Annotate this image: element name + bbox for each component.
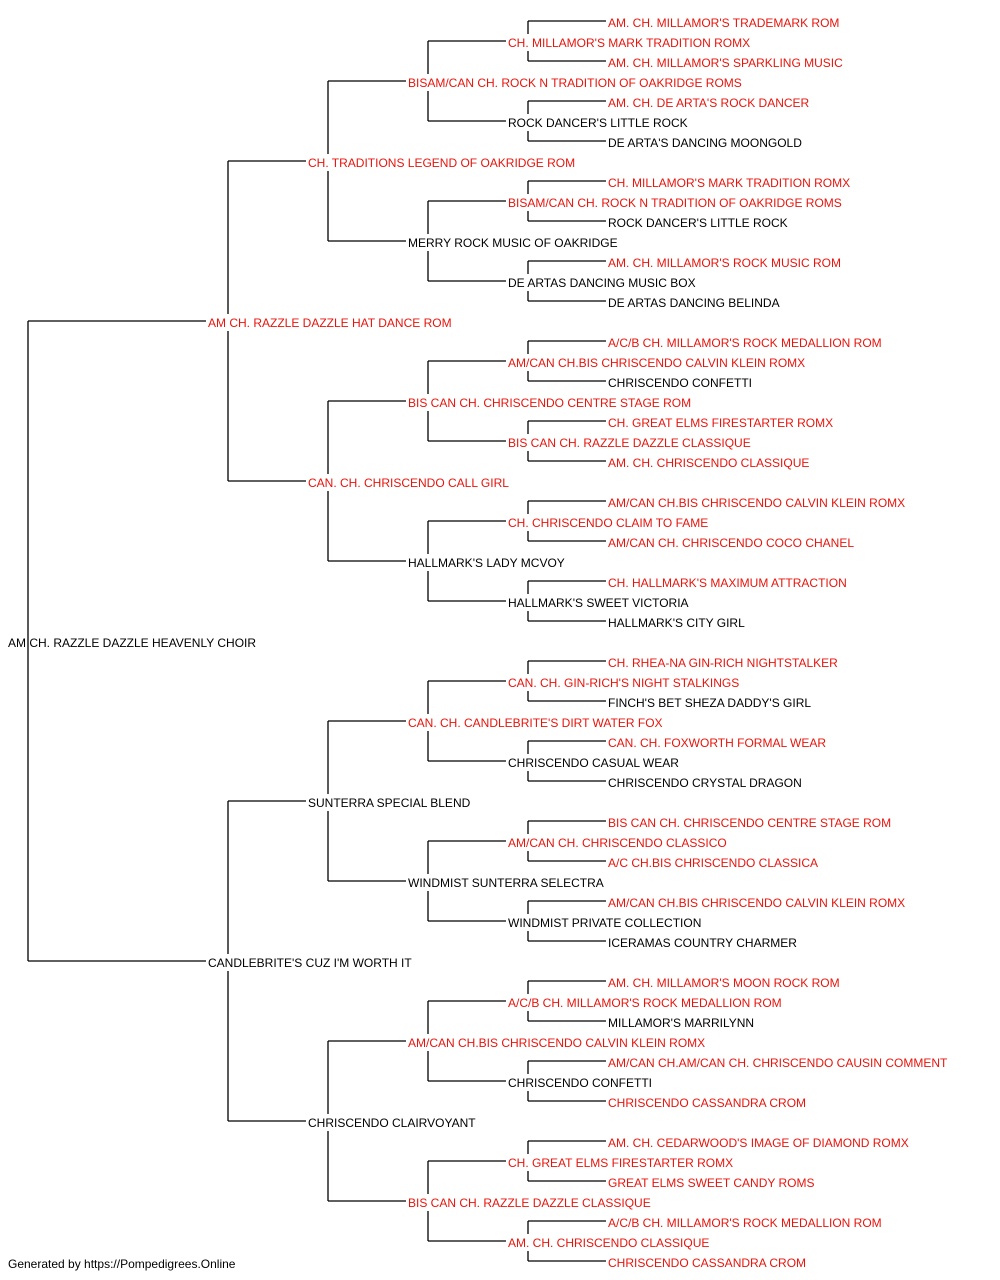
- pedigree-sire-gen4: BISAM/CAN CH. ROCK N TRADITION OF OAKRID…: [508, 196, 842, 210]
- pedigree-dam-gen5: CHRISCENDO CONFETTI: [608, 376, 752, 390]
- pedigree-sire-gen4: AM/CAN CH. CHRISCENDO CLASSICO: [508, 836, 727, 850]
- pedigree-dam-gen3: MERRY ROCK MUSIC OF OAKRIDGE: [408, 236, 618, 250]
- pedigree-dam-gen2: CHRISCENDO CLAIRVOYANT: [308, 1116, 476, 1130]
- pedigree-sire-gen2: CH. TRADITIONS LEGEND OF OAKRIDGE ROM: [308, 156, 576, 170]
- pedigree-dam-gen1: CANDLEBRITE'S CUZ I'M WORTH IT: [208, 956, 412, 970]
- pedigree-dam-gen5: ICERAMAS COUNTRY CHARMER: [608, 936, 797, 950]
- pedigree-sire-gen5: AM/CAN CH.BIS CHRISCENDO CALVIN KLEIN RO…: [608, 496, 906, 510]
- pedigree-dam-gen4: WINDMIST PRIVATE COLLECTION: [508, 916, 702, 930]
- pedigree-dam-gen4: AM. CH. CHRISCENDO CLASSIQUE: [508, 1236, 710, 1250]
- pedigree-dam-gen4: HALLMARK'S SWEET VICTORIA: [508, 596, 689, 610]
- pedigree-dam-gen4: DE ARTAS DANCING MUSIC BOX: [508, 276, 696, 290]
- pedigree-sire-gen5: AM. CH. DE ARTA'S ROCK DANCER: [608, 96, 810, 110]
- pedigree-dam-gen5: MILLAMOR'S MARRILYNN: [608, 1016, 755, 1030]
- pedigree-sire-gen5: AM. CH. CEDARWOOD'S IMAGE OF DIAMOND ROM…: [608, 1136, 909, 1150]
- pedigree-sire-gen5: AM/CAN CH.AM/CAN CH. CHRISCENDO CAUSIN C…: [608, 1056, 948, 1070]
- pedigree-dam-gen5: HALLMARK'S CITY GIRL: [608, 616, 745, 630]
- pedigree-sire-gen5: CAN. CH. FOXWORTH FORMAL WEAR: [608, 736, 827, 750]
- pedigree-dam-gen5: AM. CH. CHRISCENDO CLASSIQUE: [608, 456, 810, 470]
- pedigree-sire-gen4: CH. MILLAMOR'S MARK TRADITION ROMX: [508, 36, 751, 50]
- subject-dog-name: AM CH. RAZZLE DAZZLE HEAVENLY CHOIR: [8, 636, 257, 650]
- pedigree-sire-gen5: AM. CH. MILLAMOR'S MOON ROCK ROM: [608, 976, 840, 990]
- pedigree-sire-gen5: CH. RHEA-NA GIN-RICH NIGHTSTALKER: [608, 656, 838, 670]
- pedigree-dam-gen5: CHRISCENDO CASSANDRA CROM: [608, 1256, 807, 1270]
- pedigree-dam-gen5: A/C CH.BIS CHRISCENDO CLASSICA: [608, 856, 819, 870]
- pedigree-sire-gen3: BIS CAN CH. CHRISCENDO CENTRE STAGE ROM: [408, 396, 692, 410]
- pedigree-dam-gen4: ROCK DANCER'S LITTLE ROCK: [508, 116, 688, 130]
- pedigree-dam-gen5: FINCH'S BET SHEZA DADDY'S GIRL: [608, 696, 812, 710]
- pedigree-sire-gen5: CH. HALLMARK'S MAXIMUM ATTRACTION: [608, 576, 847, 590]
- pedigree-sire-gen5: A/C/B CH. MILLAMOR'S ROCK MEDALLION ROM: [608, 1216, 882, 1230]
- pedigree-sire-gen3: AM/CAN CH.BIS CHRISCENDO CALVIN KLEIN RO…: [408, 1036, 706, 1050]
- generated-by-footer: Generated by https://Pompedigrees.Online: [8, 1257, 236, 1271]
- pedigree-sire-gen4: CH. CHRISCENDO CLAIM TO FAME: [508, 516, 709, 530]
- pedigree-sire-gen5: CH. GREAT ELMS FIRESTARTER ROMX: [608, 416, 834, 430]
- pedigree-sire-gen5: AM. CH. MILLAMOR'S TRADEMARK ROM: [608, 16, 840, 30]
- pedigree-dam-gen5: AM/CAN CH. CHRISCENDO COCO CHANEL: [608, 536, 855, 550]
- pedigree-sire-gen5: A/C/B CH. MILLAMOR'S ROCK MEDALLION ROM: [608, 336, 882, 350]
- pedigree-dam-gen5: CHRISCENDO CRYSTAL DRAGON: [608, 776, 802, 790]
- pedigree-dam-gen4: CHRISCENDO CASUAL WEAR: [508, 756, 679, 770]
- pedigree-sire-gen3: BISAM/CAN CH. ROCK N TRADITION OF OAKRID…: [408, 76, 742, 90]
- pedigree-sire-gen2: SUNTERRA SPECIAL BLEND: [308, 796, 471, 810]
- pedigree-dam-gen5: GREAT ELMS SWEET CANDY ROMS: [608, 1176, 815, 1190]
- pedigree-sire-gen4: A/C/B CH. MILLAMOR'S ROCK MEDALLION ROM: [508, 996, 782, 1010]
- pedigree-dam-gen5: AM. CH. MILLAMOR'S SPARKLING MUSIC: [608, 56, 843, 70]
- pedigree-sire-gen4: CAN. CH. GIN-RICH'S NIGHT STALKINGS: [508, 676, 740, 690]
- pedigree-sire-gen1: AM CH. RAZZLE DAZZLE HAT DANCE ROM: [208, 316, 452, 330]
- pedigree-dam-gen3: WINDMIST SUNTERRA SELECTRA: [408, 876, 604, 890]
- pedigree-dam-gen2: CAN. CH. CHRISCENDO CALL GIRL: [308, 476, 509, 490]
- pedigree-dam-gen4: CHRISCENDO CONFETTI: [508, 1076, 652, 1090]
- pedigree-dam-gen5: DE ARTAS DANCING BELINDA: [608, 296, 780, 310]
- pedigree-sire-gen5: AM/CAN CH.BIS CHRISCENDO CALVIN KLEIN RO…: [608, 896, 906, 910]
- pedigree-dam-gen5: CHRISCENDO CASSANDRA CROM: [608, 1096, 807, 1110]
- pedigree-dam-gen3: HALLMARK'S LADY MCVOY: [408, 556, 565, 570]
- pedigree-sire-gen3: CAN. CH. CANDLEBRITE'S DIRT WATER FOX: [408, 716, 663, 730]
- pedigree-sire-gen5: AM. CH. MILLAMOR'S ROCK MUSIC ROM: [608, 256, 841, 270]
- pedigree-dam-gen3: BIS CAN CH. RAZZLE DAZZLE CLASSIQUE: [408, 1196, 651, 1210]
- pedigree-dam-gen5: DE ARTA'S DANCING MOONGOLD: [608, 136, 802, 150]
- pedigree-sire-gen4: CH. GREAT ELMS FIRESTARTER ROMX: [508, 1156, 734, 1170]
- pedigree-dam-gen4: BIS CAN CH. RAZZLE DAZZLE CLASSIQUE: [508, 436, 751, 450]
- pedigree-sire-gen4: AM/CAN CH.BIS CHRISCENDO CALVIN KLEIN RO…: [508, 356, 806, 370]
- pedigree-sire-gen5: BIS CAN CH. CHRISCENDO CENTRE STAGE ROM: [608, 816, 892, 830]
- pedigree-sire-gen5: CH. MILLAMOR'S MARK TRADITION ROMX: [608, 176, 851, 190]
- pedigree-dam-gen5: ROCK DANCER'S LITTLE ROCK: [608, 216, 788, 230]
